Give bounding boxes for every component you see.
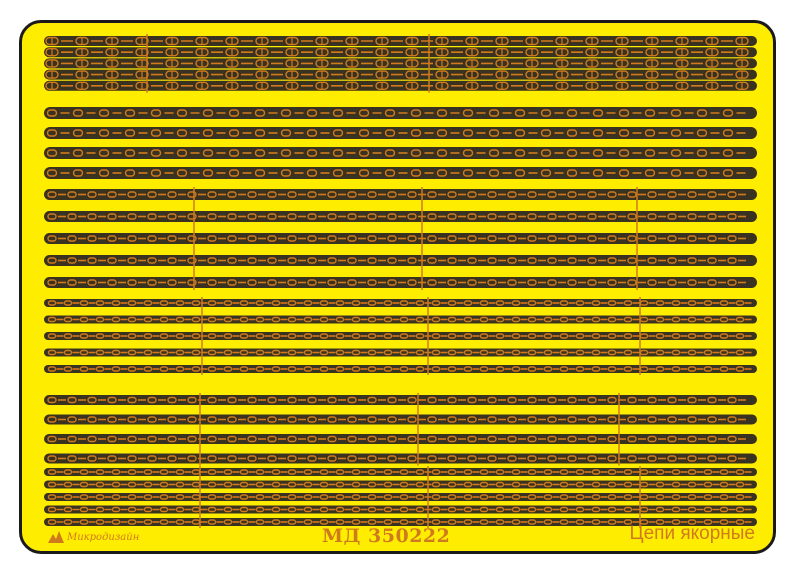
chain-strip-fine-b — [44, 468, 757, 476]
brand-name: Микродизайн — [67, 531, 140, 543]
chain-strip-fine — [44, 365, 757, 373]
chain-strip-small — [44, 189, 757, 200]
chain-strip-fine-b — [44, 493, 757, 501]
chain-strip-small — [44, 277, 757, 288]
chain-strip-small — [44, 211, 757, 222]
product-code: МД 350222 — [322, 525, 451, 547]
chain-strip-fine-b — [44, 480, 757, 489]
chain-strip-medium — [44, 107, 757, 119]
mountain-peaks-icon — [48, 531, 64, 543]
chain-strip-fine — [44, 315, 757, 324]
photo-etch-fret: Микродизайн МД 350222 Цепи якорные — [19, 20, 776, 554]
chain-strip-small — [44, 233, 757, 244]
chain-strip-small-b — [44, 434, 757, 444]
chain-strip-small — [44, 255, 757, 266]
chain-strip-medium — [44, 167, 757, 179]
chain-strip-fine — [44, 299, 757, 307]
chain-strip-large — [44, 47, 757, 58]
chain-strips — [44, 34, 757, 528]
chain-strip-fine — [44, 348, 757, 357]
product-name: Цепи якорные — [629, 523, 755, 544]
chain-strip-small-b — [44, 453, 757, 464]
chain-strip-medium — [44, 147, 757, 159]
chain-strip-small-b — [44, 414, 757, 425]
brand-logo: Микродизайн — [48, 531, 139, 543]
chain-strip-fine-b — [44, 505, 757, 514]
chain-strip-fine-b — [44, 518, 757, 526]
chain-strip-fine — [44, 332, 757, 340]
chain-strip-large — [44, 80, 757, 91]
chain-strip-large — [44, 58, 757, 69]
chain-strip-medium — [44, 127, 757, 139]
chain-strip-large — [44, 69, 757, 80]
chain-strip-large — [44, 36, 757, 46]
chain-strip-small-b — [44, 395, 757, 405]
